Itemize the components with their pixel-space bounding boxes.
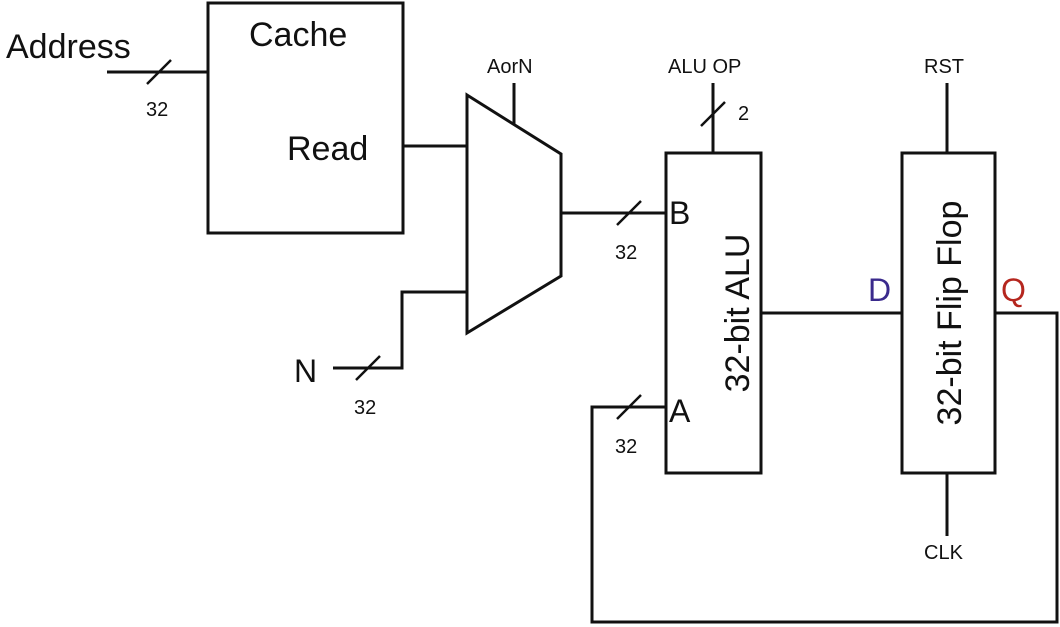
alu-op-bus-tick [700,101,726,127]
alu-b-bus-tick [616,200,642,226]
ff-clk-label: CLK [924,542,964,564]
n-label: N [294,353,317,389]
cache-read-port-label: Read [287,130,368,168]
mux-select-label: AorN [487,56,533,78]
flipflop-label: 32-bit Flip Flop [931,201,969,426]
alu-op-width-label: 2 [738,103,749,125]
n-wire [333,290,467,370]
ff-rst-label: RST [924,56,964,78]
ff-port-q-label: Q [1001,272,1026,308]
alu-port-b-label: B [669,195,690,231]
address-bus-tick [146,59,172,85]
address-width-label: 32 [146,99,168,121]
alu-op-label: ALU OP [668,56,741,78]
alu-b-width-label: 32 [615,242,637,264]
ff-port-d-label: D [868,272,891,308]
alu-a-bus-tick [616,394,642,420]
alu-a-width-label: 32 [615,436,637,458]
alu-label: 32-bit ALU [719,234,757,393]
cache-block [206,1,405,235]
feedback-wire [590,311,1059,624]
cache-title: Cache [249,16,347,54]
mux-block [465,92,563,336]
n-bus-tick [355,355,381,381]
alu-port-a-label: A [669,393,691,429]
address-label: Address [6,28,131,66]
n-width-label: 32 [354,397,376,419]
